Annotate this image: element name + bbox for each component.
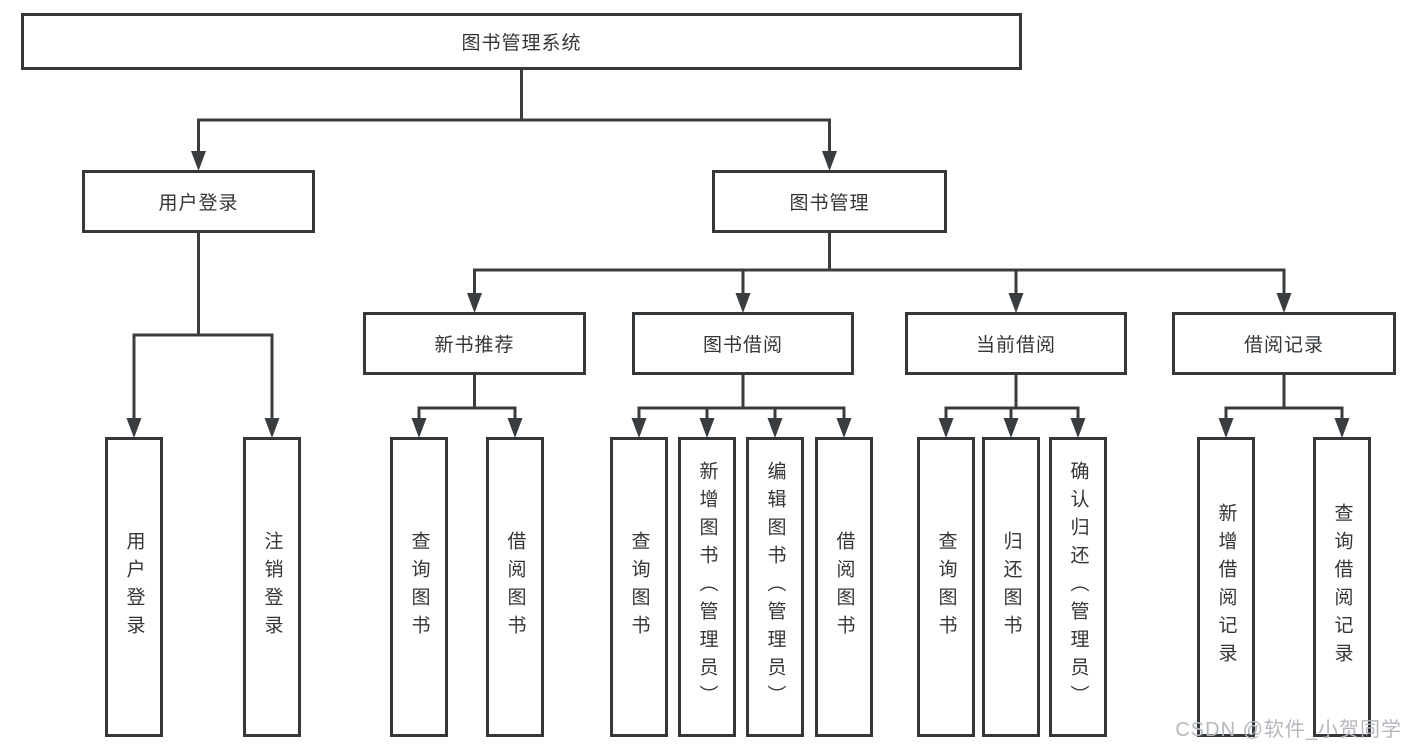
connector-new-book	[417, 375, 517, 420]
node-label: 新增借阅记录	[1215, 503, 1237, 671]
arrow-down-icon	[938, 418, 954, 438]
node-new-book-recommend: 新书推荐	[363, 312, 586, 375]
arrow-down-icon	[507, 418, 523, 438]
node-label: 借阅记录	[1243, 335, 1324, 356]
leaf-borrow-books-2: 借阅图书	[815, 437, 873, 737]
leaf-user-login: 用户登录	[105, 437, 163, 737]
arrow-down-icon	[1070, 418, 1086, 438]
leaf-logout: 注销登录	[243, 437, 301, 737]
node-label: 查询图书	[935, 531, 957, 643]
leaf-add-book-admin: 新增图书（管理员）	[678, 437, 736, 737]
arrow-down-icon	[767, 418, 783, 438]
node-label: 借阅图书	[833, 531, 855, 643]
leaf-add-borrow-record: 新增借阅记录	[1197, 437, 1255, 737]
connector-current-borrow	[944, 375, 1080, 420]
watermark: CSDN @软件_小贺同学	[1175, 719, 1402, 741]
arrow-down-icon	[1334, 418, 1350, 438]
connector-root	[197, 70, 831, 153]
arrow-down-icon	[836, 418, 852, 438]
leaf-return-book: 归还图书	[982, 437, 1040, 737]
node-book-management: 图书管理	[712, 170, 947, 233]
arrow-down-icon	[126, 418, 142, 438]
node-label: 新书推荐	[434, 335, 515, 356]
node-borrow-records: 借阅记录	[1172, 312, 1396, 375]
node-label: 查询图书	[408, 531, 430, 643]
arrow-down-icon	[191, 151, 206, 171]
arrow-down-icon	[1276, 293, 1292, 313]
node-label: 查询借阅记录	[1331, 503, 1353, 671]
leaf-query-books-2: 查询图书	[610, 437, 668, 737]
node-label: 图书借阅	[702, 335, 783, 356]
arrow-down-icon	[467, 293, 482, 313]
leaf-confirm-return-admin: 确认归还（管理员）	[1049, 437, 1107, 737]
node-book-borrow: 图书借阅	[632, 312, 854, 375]
arrow-down-icon	[735, 293, 751, 313]
leaf-query-books-3: 查询图书	[917, 437, 975, 737]
connector-book-borrow	[637, 375, 846, 420]
arrow-down-icon	[699, 418, 715, 438]
node-label: 查询图书	[628, 531, 650, 643]
arrow-down-icon	[1003, 418, 1019, 438]
node-label: 图书管理	[789, 193, 870, 214]
node-user-login: 用户登录	[82, 170, 315, 233]
connector-book-management	[473, 233, 1286, 295]
arrow-down-icon	[822, 151, 837, 171]
arrow-down-icon	[264, 418, 280, 438]
arrow-down-icon	[1218, 418, 1234, 438]
node-label: 用户登录	[158, 193, 239, 214]
node-label: 确认归还（管理员）	[1067, 461, 1089, 713]
connector-user-login	[132, 232, 274, 420]
leaf-borrow-books-1: 借阅图书	[486, 437, 544, 737]
node-label: 归还图书	[1000, 531, 1022, 643]
node-label: 用户登录	[123, 531, 145, 643]
leaf-edit-book-admin: 编辑图书（管理员）	[746, 437, 804, 737]
leaf-query-books-1: 查询图书	[390, 437, 448, 737]
node-label: 注销登录	[261, 531, 283, 643]
leaf-query-borrow-record: 查询借阅记录	[1313, 437, 1371, 737]
arrow-down-icon	[631, 418, 647, 438]
node-current-borrow: 当前借阅	[905, 312, 1127, 375]
node-label: 借阅图书	[504, 531, 526, 643]
arrowhead-icons	[126, 151, 1350, 438]
arrow-down-icon	[411, 418, 427, 438]
node-label: 当前借阅	[975, 335, 1056, 356]
arrow-down-icon	[1008, 293, 1024, 313]
node-label: 图书管理系统	[461, 33, 582, 54]
connector-borrow-records	[1224, 375, 1344, 420]
node-label: 新增图书（管理员）	[696, 461, 718, 713]
node-library-management-system: 图书管理系统	[21, 13, 1022, 70]
node-label: 编辑图书（管理员）	[764, 461, 786, 713]
